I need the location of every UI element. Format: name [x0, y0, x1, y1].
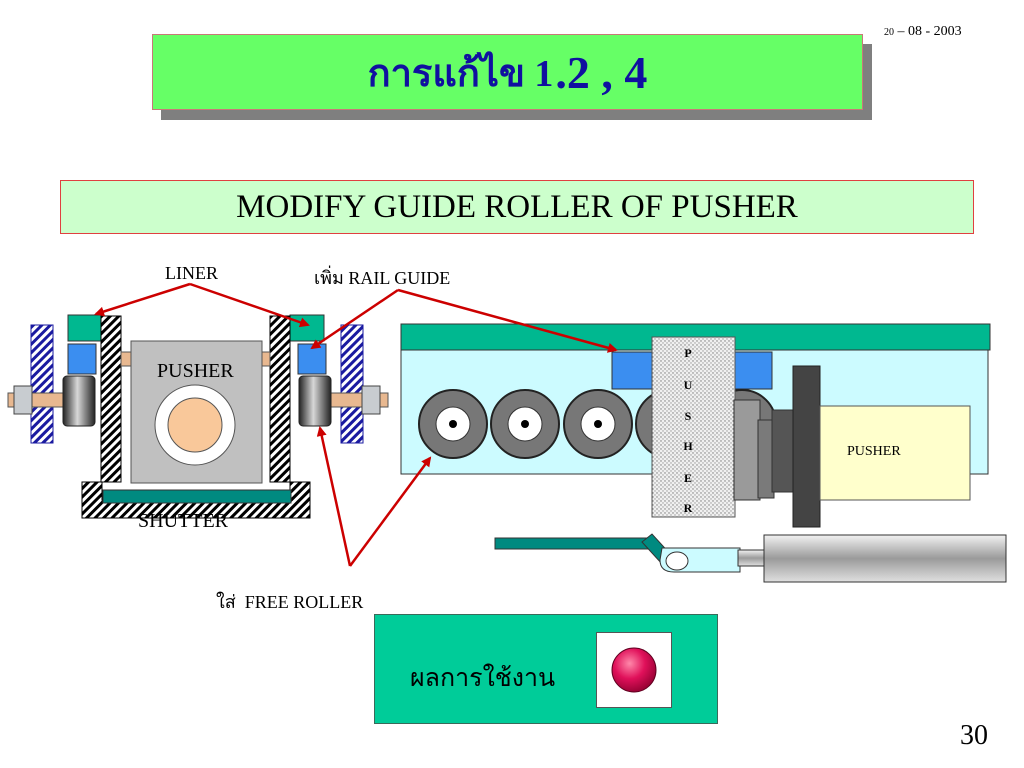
- result-label: ผลการใช้งาน: [410, 665, 556, 692]
- pusher-letter-4: H: [683, 439, 693, 453]
- subtitle-box: MODIFY GUIDE ROLLER OF PUSHER: [60, 180, 974, 234]
- pusher-letter-1: P: [684, 346, 691, 360]
- roller-arrow-left: [316, 426, 352, 567]
- pusher-letter-2: U: [684, 378, 693, 392]
- actuator-flange: [792, 365, 821, 528]
- page-number: 30: [960, 720, 988, 751]
- annotation-arrows: [94, 282, 618, 567]
- result-indicator-ball: [611, 647, 657, 693]
- left-rail-guide: [67, 343, 97, 375]
- shutter-label: SHUTTER: [138, 510, 228, 532]
- free-roller-label: ใส่ FREE ROLLER: [216, 592, 364, 612]
- liner-arrow-right: [189, 282, 310, 328]
- shutter-cylinder: [763, 534, 1007, 583]
- date-day: 20: [884, 27, 894, 38]
- left-free-roller: [62, 375, 96, 427]
- rail-arrow-right: [397, 288, 618, 353]
- liner-label: LINER: [165, 263, 218, 283]
- right-free-roller: [298, 375, 332, 427]
- clevis-pin: [665, 551, 689, 571]
- subtitle-text: MODIFY GUIDE ROLLER OF PUSHER: [236, 188, 798, 225]
- pusher-plate: [651, 336, 736, 518]
- pusher-letter-3: S: [685, 409, 692, 423]
- rail-guide-label: เพิ่ม RAIL GUIDE: [314, 268, 451, 288]
- roller-1: [418, 389, 488, 459]
- right-side-view: [400, 323, 1007, 583]
- pusher-right-label: PUSHER: [847, 444, 901, 459]
- rail-arrow-left: [310, 288, 399, 350]
- shutter-plate: [102, 489, 292, 504]
- left-liner: [67, 314, 103, 342]
- date-text: 20 – 08 - 2003: [884, 24, 962, 40]
- left-nut: [13, 385, 33, 415]
- pusher-letter-5: E: [684, 471, 692, 485]
- left-wall: [100, 315, 122, 483]
- pusher-left-label: PUSHER: [157, 360, 234, 382]
- title-box: การแก้ไข 1.2 , 4: [152, 34, 863, 110]
- pusher-letter-6: R: [684, 501, 693, 515]
- roller-arrow-right: [348, 456, 432, 567]
- right-outer-guide: [340, 324, 364, 444]
- liner-arrow-left: [94, 282, 191, 317]
- pusher-vertical-text: P U S H E R: [683, 346, 693, 515]
- title-part1: การแก้ไข 1: [367, 52, 554, 95]
- right-nut: [361, 385, 381, 415]
- pusher-hole-inner: [167, 397, 223, 453]
- left-cross-section: [7, 314, 389, 519]
- roller-2: [490, 389, 560, 459]
- actuator-block-1: [733, 399, 761, 501]
- date-rest: – 08 - 2003: [894, 24, 962, 39]
- pusher-cylinder-box: [819, 405, 971, 501]
- left-outer-guide: [30, 324, 54, 444]
- title-part2: .2 , 4: [555, 46, 648, 98]
- roller-3: [563, 389, 633, 459]
